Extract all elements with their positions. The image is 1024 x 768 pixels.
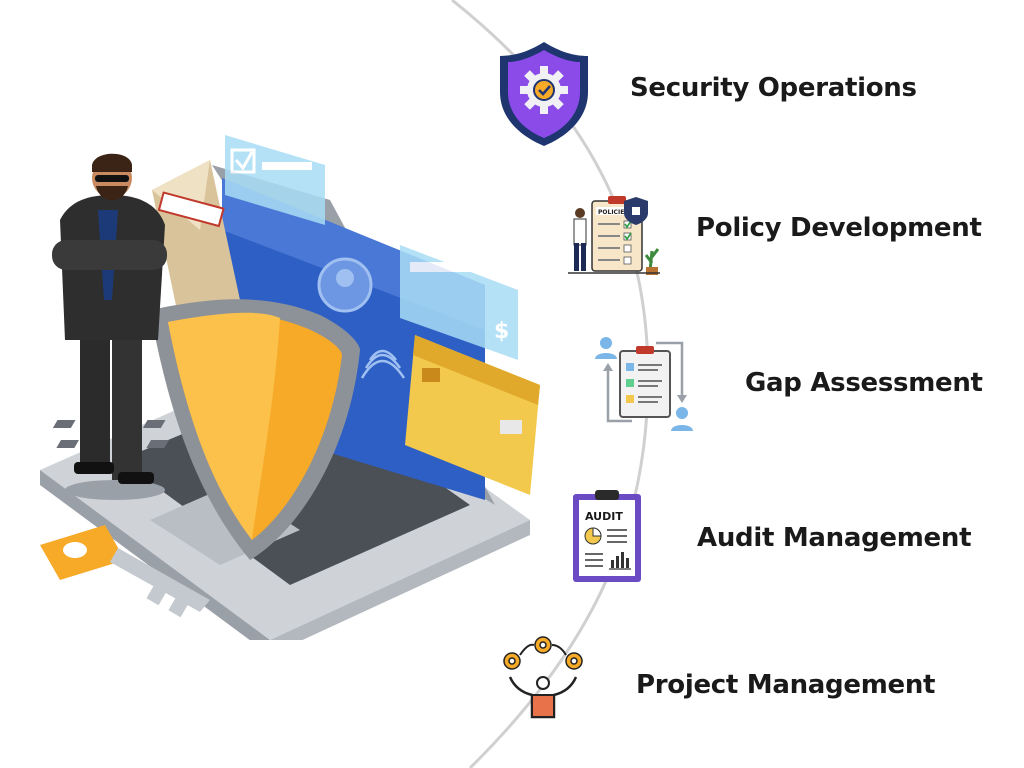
item-label-project-management: Project Management [636, 670, 936, 700]
audit-clipboard-icon: AUDIT [573, 490, 641, 582]
floating-panel-check [225, 135, 325, 225]
policies-clipboard-icon: POLICIES [568, 196, 660, 275]
item-label-gap-assessment: Gap Assessment [745, 368, 983, 398]
security-agent-figure [52, 153, 167, 500]
svg-text:$: $ [494, 319, 509, 344]
gear-icon [503, 636, 583, 670]
credit-card-icon [405, 335, 540, 495]
security-shield-icon [150, 299, 360, 560]
floating-panel-dollar: $ [400, 245, 518, 360]
svg-text:POLICIES: POLICIES [598, 209, 629, 216]
key-icon [40, 525, 210, 618]
svg-text:AUDIT: AUDIT [585, 510, 623, 523]
item-label-policy-development: Policy Development [696, 213, 982, 243]
item-label-audit-management: Audit Management [697, 523, 972, 553]
shield-gear-icon [500, 42, 588, 146]
gap-assessment-icon [595, 337, 693, 431]
item-label-security-operations: Security Operations [630, 73, 917, 103]
project-gears-icon [503, 636, 583, 719]
envelope-icon [152, 160, 240, 325]
cybersecurity-illustration: $ [40, 135, 540, 640]
